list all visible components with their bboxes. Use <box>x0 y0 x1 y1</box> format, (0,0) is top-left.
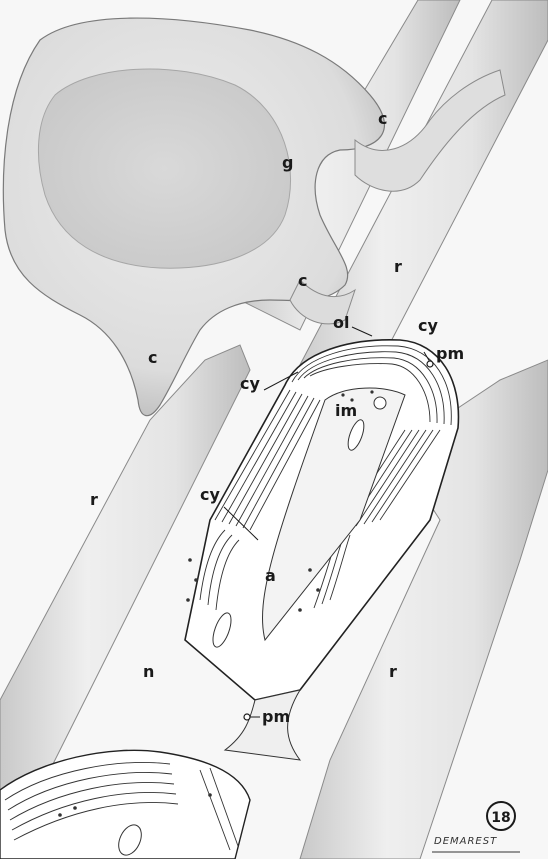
label-cy-right: cy <box>418 318 438 334</box>
label-r-lower: r <box>389 664 397 680</box>
pm-marker-lower <box>244 714 250 720</box>
pm-marker-right <box>427 361 433 367</box>
label-pm-lower: pm <box>262 709 290 725</box>
label-cy-left: cy <box>240 376 260 392</box>
label-g: g <box>282 155 293 171</box>
label-c-top: c <box>378 111 387 127</box>
artist-signature: DEMAREST <box>434 836 497 847</box>
label-cy-mid: cy <box>200 487 220 503</box>
label-pm-right: pm <box>436 346 464 362</box>
label-c-mid: c <box>298 273 307 289</box>
label-a: a <box>265 568 276 584</box>
figure-number-badge: 18 <box>486 801 516 831</box>
label-r-upper: r <box>394 259 402 275</box>
label-im: im <box>335 403 357 419</box>
label-n: n <box>143 664 154 680</box>
label-r-left: r <box>90 492 98 508</box>
label-ol: ol <box>333 315 349 331</box>
label-c-left: c <box>148 350 157 366</box>
